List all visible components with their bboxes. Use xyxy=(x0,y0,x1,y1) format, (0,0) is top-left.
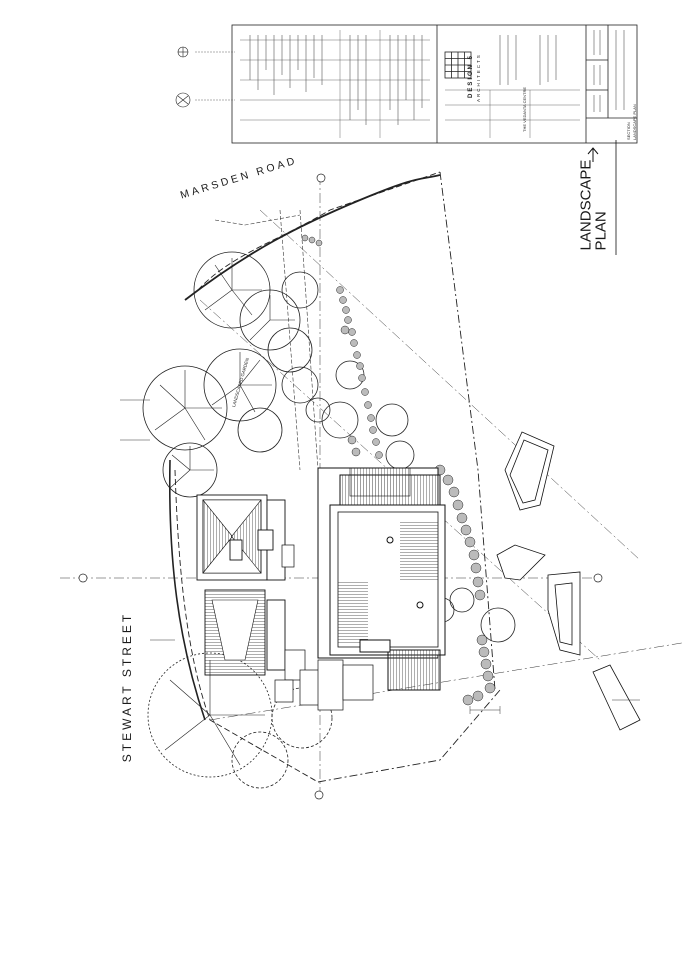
north-arrow-icon xyxy=(587,147,599,162)
site-boundary xyxy=(174,171,501,783)
sheet-section: SECTION xyxy=(626,122,631,140)
tree-spokes xyxy=(154,258,295,766)
verandah-structures xyxy=(274,544,374,711)
sheet-title: LANDSCAPE PLAN xyxy=(632,104,637,140)
title-block xyxy=(231,24,638,144)
dimension-annotations xyxy=(120,399,640,714)
firm-name: DESIGN 5 xyxy=(468,53,474,98)
legend-symbols xyxy=(175,46,235,108)
path-outlines xyxy=(214,209,319,471)
new-building xyxy=(317,467,446,691)
project-name: THE VEDANTA CENTRE xyxy=(522,86,527,132)
side-fence xyxy=(168,459,206,721)
drawing-title-line1: LANDSCAPE xyxy=(577,159,595,251)
street-label-stewart: STEWART STREET xyxy=(120,611,135,763)
existing-house xyxy=(196,494,286,676)
drawing-title: LANDSCAPE PLAN xyxy=(577,159,610,251)
firm-sub: ARCHITECTS xyxy=(476,53,481,102)
firm-logo-icon xyxy=(444,51,472,79)
drawing-title-line2: PLAN xyxy=(592,211,610,251)
shrub-hedge xyxy=(301,234,496,706)
neighbour-outbuildings xyxy=(496,431,641,731)
tree-canopies xyxy=(142,251,516,789)
survey-markers xyxy=(78,173,603,800)
